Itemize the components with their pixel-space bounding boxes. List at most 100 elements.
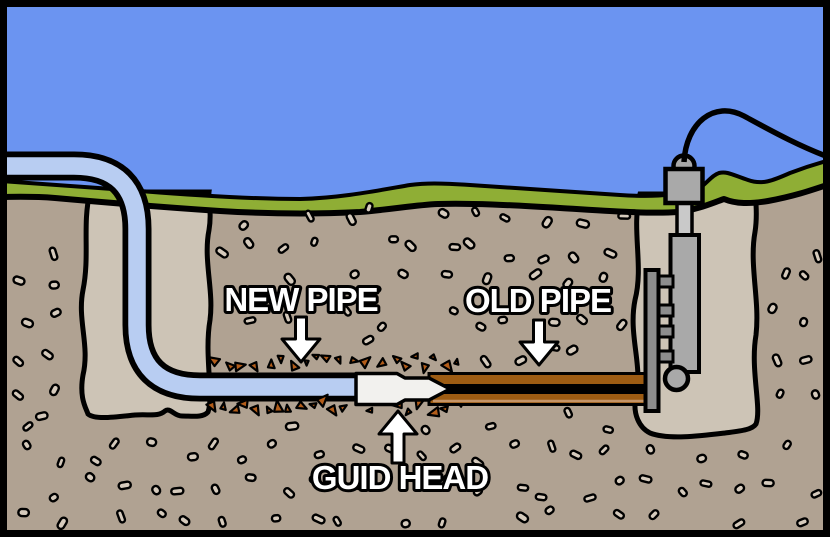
debris-shard [333,355,342,365]
pebble [49,307,62,318]
debris-shard [428,353,437,362]
pebble [20,317,35,329]
pebble [562,277,574,290]
pebble [283,272,297,286]
pebble [462,237,476,250]
pebble [503,254,516,263]
debris-shard [404,407,413,417]
pebble [534,492,548,502]
pebble [332,515,343,527]
debris-shard [236,398,249,409]
debris-shard [338,404,348,413]
debris-shard [358,356,372,370]
guide-head-label: GUID HEAD [312,459,488,496]
debris-shard [391,354,403,365]
debris-shard [234,361,247,373]
pebble [364,201,374,214]
old-pipe-arrow [518,318,560,367]
pebble [178,515,191,527]
pebble [512,286,525,297]
pebble [21,439,32,451]
pebble [361,334,375,346]
pebble [515,511,530,524]
pebble [677,486,688,498]
pebble [151,484,162,496]
pebble [775,388,785,399]
debris-shard [266,358,276,370]
pebble [547,439,557,453]
pebble [304,209,315,223]
pebble [699,479,713,488]
pebble [696,453,708,464]
power-cable [681,108,824,163]
pebble [567,251,580,264]
pebble [544,505,555,516]
pebble [798,270,810,281]
pebble [368,285,382,294]
pebble [771,353,783,368]
pebble-texture [11,201,823,531]
debris-shard [295,400,308,410]
soil [6,161,824,531]
pebble [798,316,809,328]
pebble [11,389,25,401]
pebble [810,488,823,499]
pebble [48,383,61,397]
pebble [341,305,352,317]
debris-shard [276,354,285,365]
debris-shard [376,357,388,368]
debris-shard [315,393,329,408]
pebble [563,406,574,419]
debris-shard [365,406,374,414]
pebble [12,355,25,368]
pebble [156,508,167,519]
pebble [41,348,54,361]
pebble [236,455,248,465]
debris-shard [265,405,274,415]
pebble [22,421,34,432]
old-pipe-label: OLD PIPE [465,282,611,319]
debris-shard [349,356,360,365]
pebble [547,317,561,327]
pebble [528,268,543,281]
pebble [475,321,487,332]
debris-shard [426,406,441,418]
pebble [404,239,417,253]
pebble [352,443,366,454]
pebble [283,486,296,499]
pebble [598,444,610,456]
new-pipe [6,151,365,402]
new-pipe-arrow [280,315,322,364]
pebble [448,306,459,316]
pebble [602,425,615,435]
pebble [569,449,583,461]
pebble [170,486,185,496]
pebble [244,286,255,298]
pebble [277,243,290,254]
pebble [308,474,321,485]
pebble [615,318,628,332]
machine-body [668,233,701,374]
pebble [416,450,427,462]
pebble [509,439,521,449]
pebble [638,474,653,484]
pebble [270,513,282,523]
pebble [89,455,102,467]
debris-shard [410,352,419,360]
debris-shard [207,356,222,368]
old-pipe [427,372,654,406]
pebble [442,473,454,485]
debris-shard [311,353,321,361]
pebble [108,437,120,450]
burst-pipe-debris [205,352,467,418]
pebble [244,473,257,483]
pebble [810,389,821,400]
pebble [215,246,229,259]
pebble [782,439,792,451]
debris-shard [228,404,241,414]
pebble [812,249,823,264]
pull-rod [446,385,652,394]
pebble [471,456,485,469]
